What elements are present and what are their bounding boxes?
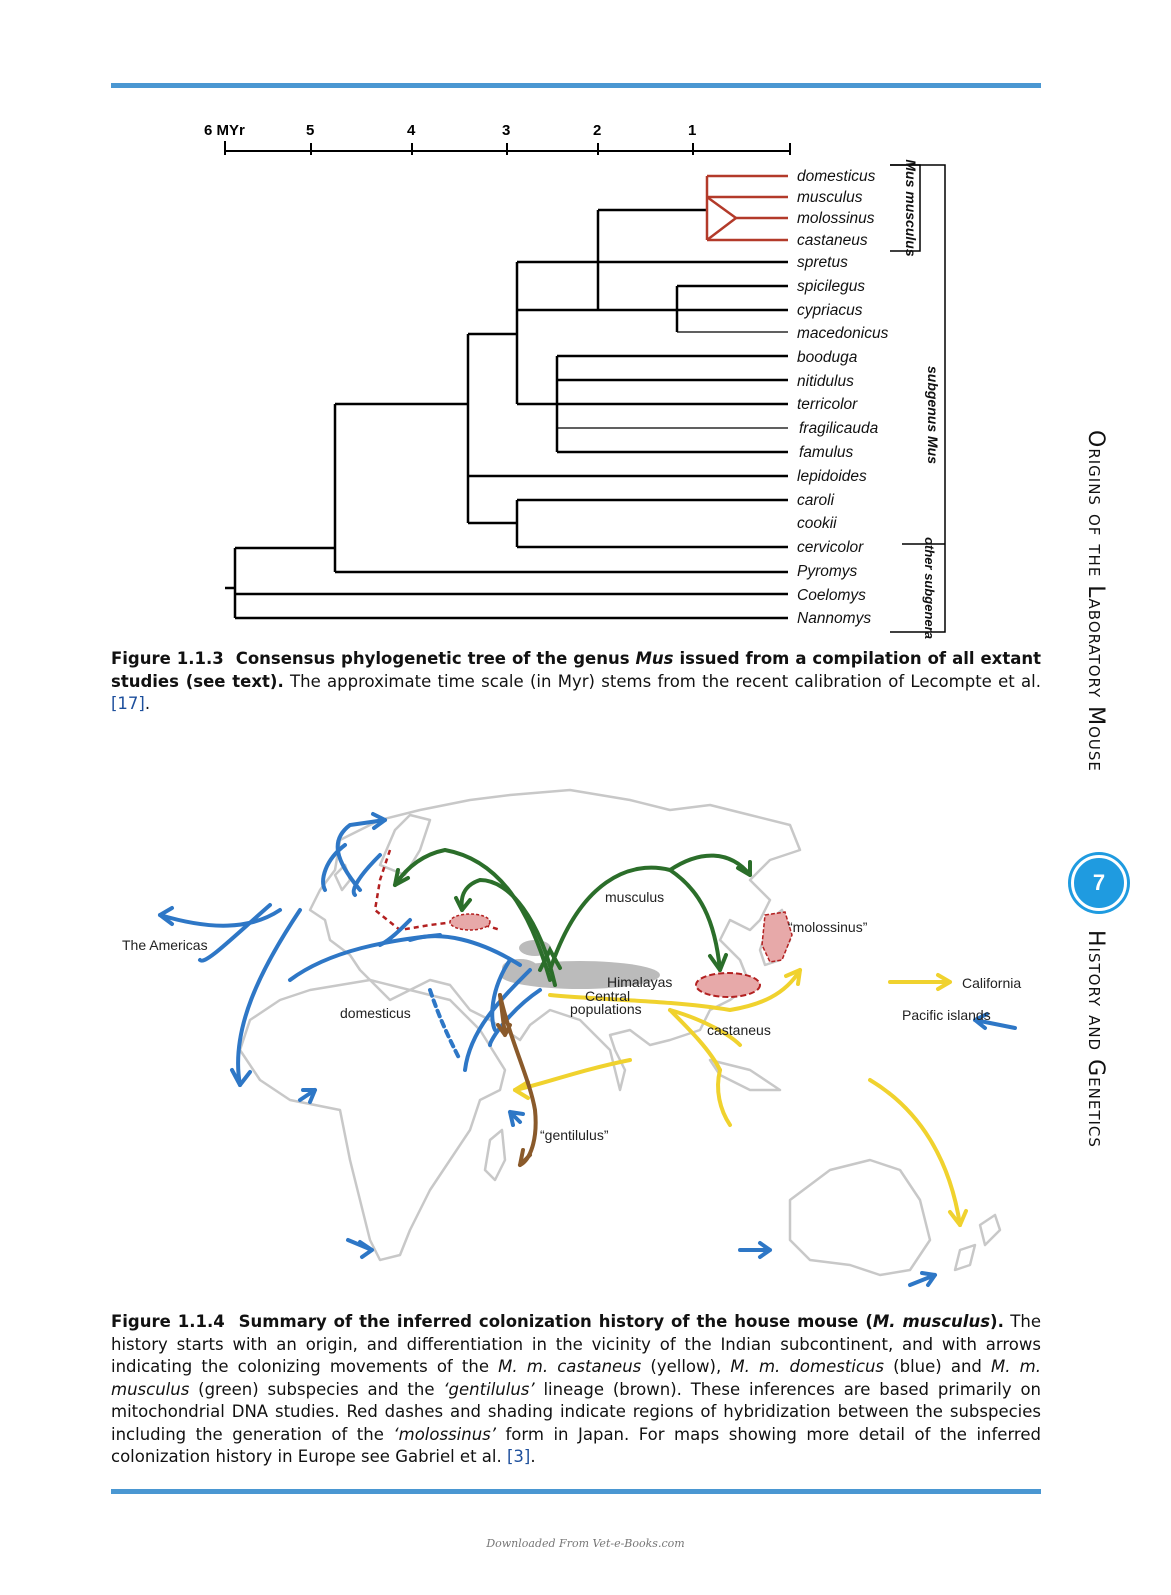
chapter-sidebar: Origins of the Laboratory Mouse	[1083, 430, 1113, 1190]
bottom-rule	[111, 1489, 1041, 1494]
group-mus-musculus: Mus musculus	[903, 159, 919, 256]
taxon-label: Coelomys	[797, 587, 866, 604]
taxon-label: caroli	[797, 492, 835, 509]
gentilulus-arrow	[496, 993, 538, 1167]
caption-species: M. m. castaneus	[498, 1357, 642, 1376]
tick-label: 1	[688, 122, 696, 139]
time-scale-axis: 6 MYr 5 4 3 2 1	[204, 122, 791, 155]
colonization-map: The Americas domesticus musculus “moloss…	[122, 788, 1021, 1287]
label-molossinus: “molossinus”	[788, 919, 868, 935]
label-castaneus: castaneus	[707, 1022, 771, 1038]
caption-end: .	[530, 1447, 536, 1466]
taxon-label: molossinus	[797, 210, 875, 227]
caption-text: form in Japan. For maps showing more det…	[111, 1424, 1041, 1467]
taxon-label: nitidulus	[797, 373, 854, 390]
tick-label: 4	[407, 122, 416, 139]
domesticus-arrows	[158, 812, 1017, 1287]
caption-species: M. m. musculus	[111, 1357, 1041, 1399]
tick-label: 5	[306, 122, 314, 139]
tick-label: 3	[502, 122, 510, 139]
taxon-label: cervicolor	[797, 539, 864, 556]
musculus-arrows	[393, 847, 752, 987]
hybrid-zones	[373, 849, 793, 998]
taxon-label: macedonicus	[797, 325, 889, 342]
mus-musculus-clade	[705, 174, 788, 242]
group-subgenus-mus: subgenus Mus	[925, 366, 941, 464]
scale-label: 6 MYr	[204, 122, 245, 139]
caption-text: (green) subspecies and the	[189, 1379, 444, 1399]
caption-genus: Mus	[635, 649, 674, 668]
label-populations: populations	[570, 1001, 642, 1017]
taxon-label: famulus	[799, 444, 854, 461]
caption-title-end: issued from a compilation of all extant …	[111, 649, 1041, 691]
watermark: Downloaded From Vet-e-Books.com	[486, 1537, 685, 1550]
caption-title: Consensus phylogenetic tree of the genus	[235, 649, 636, 668]
taxon-label: booduga	[797, 349, 858, 366]
caption-text: (blue) and	[884, 1357, 992, 1376]
world-outline	[238, 788, 1002, 1277]
caption-species: M. musculus	[872, 1312, 991, 1331]
caption-species: ‘molossinus’	[393, 1424, 497, 1444]
taxon-label: Nannomys	[797, 610, 871, 627]
caption-text: The history starts with an origin, and d…	[111, 1312, 1041, 1376]
top-rule	[111, 83, 1041, 88]
label-americas: The Americas	[122, 937, 208, 953]
figure-label: Figure 1.1.4	[111, 1312, 225, 1331]
section-title: History and Genetics	[1083, 930, 1108, 1148]
reference-link[interactable]: [17]	[111, 694, 145, 713]
caption-text: (yellow),	[641, 1357, 731, 1376]
taxon-label: cypriacus	[797, 302, 863, 319]
group-brackets	[890, 164, 946, 633]
taxon-label: spretus	[797, 254, 848, 271]
page-number-badge: 7	[1071, 855, 1127, 911]
label-musculus: musculus	[605, 889, 664, 905]
label-pacific-islands: Pacific islands	[902, 1007, 991, 1023]
figure-label: Figure 1.1.3	[111, 649, 224, 668]
caption-species: ‘gentilulus’	[443, 1379, 535, 1399]
caption-end: .	[144, 694, 151, 713]
label-california: California	[962, 975, 1021, 991]
taxon-label: musculus	[797, 189, 863, 206]
caption-species: M. m. domesticus	[730, 1357, 885, 1376]
tick-label: 2	[593, 122, 601, 139]
taxon-label: lepidoides	[797, 468, 867, 485]
taxon-labels: domesticus musculus molossinus castaneus…	[797, 168, 889, 627]
taxon-label: castaneus	[797, 232, 868, 249]
phylogenetic-tree: 6 MYr 5 4 3 2 1	[204, 122, 946, 639]
caption-title: Summary of the inferred colonization his…	[238, 1312, 873, 1331]
caption-body: The approximate time scale (in Myr) stem…	[283, 671, 1041, 691]
label-himalayas: Himalayas	[607, 974, 672, 990]
label-domesticus: domesticus	[340, 1005, 411, 1021]
label-central: Central	[585, 988, 630, 1004]
taxon-label: cookii	[797, 515, 837, 532]
caption-text: lineage (brown). These inferences are ba…	[111, 1379, 1041, 1444]
castaneus-arrows	[513, 968, 968, 1227]
figure-1-1-3-caption: Figure 1.1.3 Consensus phylogenetic tree…	[111, 648, 1041, 716]
caption-title-end: ).	[990, 1312, 1004, 1331]
map-labels: The Americas domesticus musculus “moloss…	[122, 889, 1021, 1143]
taxon-label: Pyromys	[797, 563, 858, 580]
taxon-label: spicilegus	[797, 278, 865, 295]
figure-1-1-4-caption: Figure 1.1.4 Summary of the inferred col…	[111, 1311, 1041, 1469]
tree-branches	[225, 208, 788, 620]
taxon-label: fragilicauda	[799, 420, 879, 437]
taxon-label: terricolor	[797, 396, 858, 413]
group-other-subgenera: other subgenera	[922, 537, 937, 639]
chapter-title: Origins of the Laboratory Mouse	[1083, 430, 1108, 772]
reference-link[interactable]: [3]	[506, 1447, 531, 1466]
label-gentilulus: “gentilulus”	[540, 1127, 609, 1143]
taxon-label: domesticus	[797, 168, 876, 185]
